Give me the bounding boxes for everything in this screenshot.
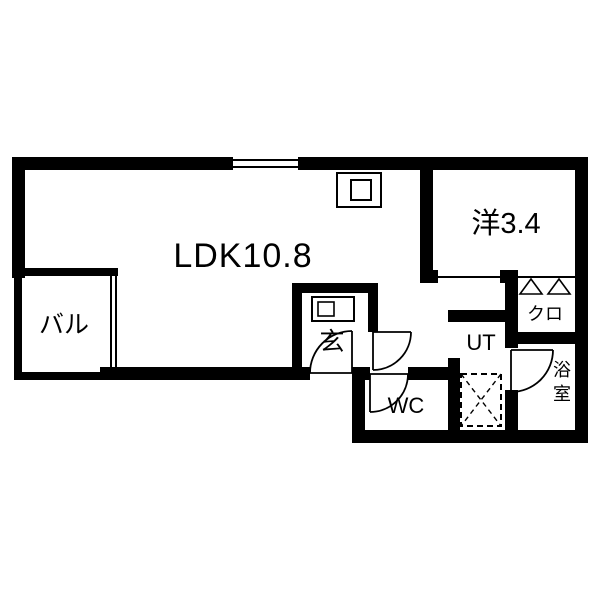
washing-machine-cross-2: [460, 373, 502, 427]
room-labels: LDK10.8 洋3.4 バル 玄 WC UT クロ 浴 室: [39, 207, 571, 418]
wall-ldk-western-divider: [420, 157, 433, 283]
wall-utility-left: [448, 358, 460, 443]
room-label-bath-1: 浴: [553, 360, 571, 380]
wall-closet-bath-divider: [505, 332, 588, 344]
wall-below-western-right: [500, 270, 518, 283]
washing-machine-symbol: [460, 373, 502, 427]
windows-and-openings: [110, 159, 575, 372]
room-label-ldk: LDK10.8: [173, 237, 312, 275]
wall-top-right: [298, 157, 588, 170]
folding-door-mark-1: [518, 277, 544, 295]
shoe-cabinet-symbol: [311, 296, 355, 322]
wall-right: [575, 157, 588, 443]
wall-closet-left: [505, 283, 518, 348]
room-label-bath-2: 室: [553, 384, 571, 404]
kitchen-sink-symbol: [336, 172, 382, 208]
wall-step-top: [352, 367, 370, 380]
wall-left: [12, 157, 25, 278]
wall-entrance-right: [368, 283, 378, 332]
room-label-entrance: 玄: [319, 328, 344, 356]
room-label-western: 洋3.4: [471, 207, 540, 240]
wall-step: [352, 380, 365, 443]
wall-below-western-left: [420, 270, 438, 283]
wall-entrance-left: [292, 283, 302, 367]
wall-entrance-top: [292, 283, 378, 293]
shoe-cabinet-inner: [317, 301, 335, 317]
bath-door-arc: [510, 349, 554, 393]
wall-ldk-bottom: [100, 367, 310, 380]
wall-bath-left: [505, 390, 518, 443]
doors: [309, 330, 554, 413]
wall-wc-top: [408, 367, 448, 380]
shoe-cabinet-outline: [311, 296, 355, 322]
entrance-door-arc: [309, 330, 353, 374]
folding-door-mark-2: [546, 277, 572, 295]
wall-balcony-top: [14, 268, 118, 276]
room-label-balcony: バル: [39, 311, 89, 339]
fixtures: [311, 172, 502, 427]
wall-balcony-left: [14, 268, 22, 380]
kitchen-counter-outline: [336, 172, 382, 208]
wall-top-left: [12, 157, 233, 170]
kitchen-sink-basin: [350, 179, 372, 201]
wall-bottom-right: [352, 430, 588, 443]
room-label-utility: UT: [466, 330, 495, 355]
washing-machine-pan: [460, 373, 502, 427]
room-label-closet: クロ: [527, 304, 563, 324]
hall-door-arc: [372, 331, 412, 371]
wc-door-arc: [369, 373, 409, 413]
room-label-wc: WC: [388, 393, 425, 418]
wall-balcony-bottom: [14, 372, 118, 380]
walls: [12, 157, 588, 443]
wall-utility-top: [448, 310, 518, 322]
washing-machine-cross-1: [460, 373, 502, 427]
wall-utility-left-stub: [448, 310, 460, 322]
